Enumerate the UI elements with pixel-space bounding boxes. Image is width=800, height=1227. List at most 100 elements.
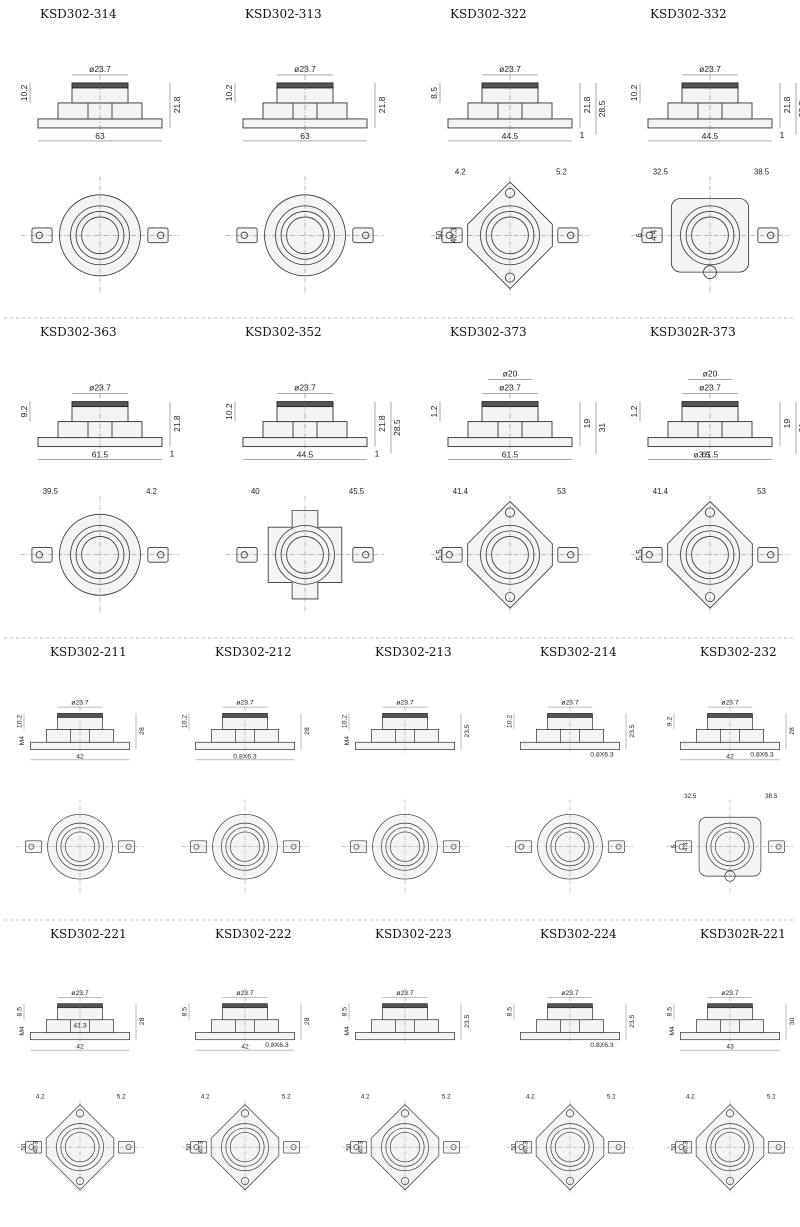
plan-view: 4.2 5.2 50 40.3 — [430, 168, 590, 295]
dim-width: 63 — [95, 131, 105, 141]
dim-diameter: ø23.7 — [699, 383, 721, 393]
plan-dim-label: 40.3 — [450, 228, 459, 243]
dim-diameter: ø23.7 — [89, 383, 111, 393]
dim-height-1: 10.2 — [224, 84, 234, 101]
dim-height-2: 30 — [789, 1017, 796, 1025]
dim-height-1: 10.2 — [629, 84, 639, 101]
plan-dim-label: 40 — [251, 487, 260, 496]
dim-height-1: 10.2 — [182, 715, 189, 728]
dim-diameter: ø23.7 — [71, 990, 89, 997]
tab-hole — [290, 1144, 297, 1151]
tab-label: 0.8X6.3 — [590, 752, 614, 759]
dim-diameter: ø23.7 — [561, 700, 579, 707]
side-view: ø23.761.59.221.81 — [19, 383, 182, 460]
tab-label: 0.8X6.3 — [750, 752, 774, 759]
dim-diameter: ø23.7 — [396, 990, 414, 997]
thread-label: M4 — [344, 1026, 351, 1036]
model-title: KSD302R-373 — [650, 325, 736, 339]
plan-dim-label: 50 — [435, 230, 444, 239]
model-title: KSD302-214 — [540, 645, 617, 659]
plan-dim-label: 53 — [757, 487, 766, 496]
dim-height-1: 10.2 — [19, 84, 29, 101]
dim-height-2: 21.8 — [782, 96, 792, 113]
model-title: KSD302-222 — [215, 927, 292, 941]
model-title: KSD302-224 — [540, 927, 617, 941]
model-title: KSD302-211 — [50, 645, 127, 659]
side-view: ø23.70.8X6.310.228 — [182, 699, 311, 760]
side-view: ø23.710.223.5M4 — [342, 699, 471, 756]
plan-dim-label: 4.2 — [526, 1094, 535, 1101]
dim-width: 61.5 — [92, 450, 109, 460]
dim-height-1: 8.5 — [667, 1007, 674, 1017]
plan-view — [20, 176, 180, 295]
dim-diameter-2: ø20 — [703, 369, 718, 379]
dim-width: 61.5 — [502, 450, 519, 460]
tab-hole — [775, 843, 782, 850]
dim-diameter: ø23.7 — [561, 990, 579, 997]
tab-hole — [567, 231, 575, 239]
plan-dim-label: 4.2 — [201, 1094, 210, 1101]
dim-diameter: ø23.7 — [721, 700, 739, 707]
dim-width: 44.5 — [297, 450, 314, 460]
dim-width: 42 — [241, 1044, 249, 1051]
model-title: KSD302-232 — [700, 645, 777, 659]
thread-label: M4 — [19, 736, 26, 746]
dim-height-1: 9.2 — [19, 405, 29, 417]
dim-height-2: 28 — [139, 727, 146, 735]
plan-dim-label: 38.5 — [754, 168, 770, 177]
dim-height-2: 23.5 — [464, 724, 471, 737]
plan-dim-label: 39.5 — [43, 487, 59, 496]
dim-width: 42 — [76, 753, 84, 760]
plan-dim-label: 40.3 — [682, 1141, 689, 1154]
dim-width: 0.8X6.3 — [233, 753, 257, 760]
model-title: KSD302R-221 — [700, 927, 786, 941]
dim-width: 44.5 — [502, 131, 519, 141]
tab-hole — [767, 231, 775, 239]
tab-hole — [290, 843, 297, 850]
plan-dim-label: 4.2 — [455, 168, 466, 177]
dim-step: 1 — [375, 449, 380, 459]
dim-height-1: 10.2 — [342, 715, 349, 728]
thread-label: M4 — [344, 736, 351, 746]
dim-height-2: 23.5 — [464, 1014, 471, 1027]
tab-label: 0.8X6.3 — [590, 1042, 614, 1049]
tab-hole — [767, 551, 775, 559]
dim-diameter: ø23.7 — [499, 383, 521, 393]
plan-dim-label: 32.5 — [684, 793, 697, 800]
plan-dim-label: 40.3 — [522, 1141, 529, 1154]
dim-step: 1 — [780, 130, 785, 140]
plan-dim-label: 4.2 — [361, 1094, 370, 1101]
dim-width: 61.5 — [702, 450, 719, 460]
tab-hole — [125, 1144, 132, 1151]
plan-dim-label: 5.2 — [556, 168, 567, 177]
model-title: KSD302-313 — [245, 7, 322, 21]
dim-height-1: 8.5 — [429, 87, 439, 99]
dim-diameter: ø23.7 — [721, 990, 739, 997]
model-title: KSD302-332 — [650, 7, 727, 21]
plan-dim-label: 5.5 — [635, 549, 644, 561]
dim-height-2: 21.8 — [377, 415, 387, 432]
plan-dim-label: 5.2 — [117, 1094, 126, 1101]
model-title: KSD302-221 — [50, 927, 127, 941]
dim-diameter: ø23.7 — [699, 64, 721, 74]
dim-height-2: 23.5 — [629, 1014, 636, 1027]
dim-height-2: 21.8 — [172, 96, 182, 113]
thread-label: M4 — [669, 1026, 676, 1036]
